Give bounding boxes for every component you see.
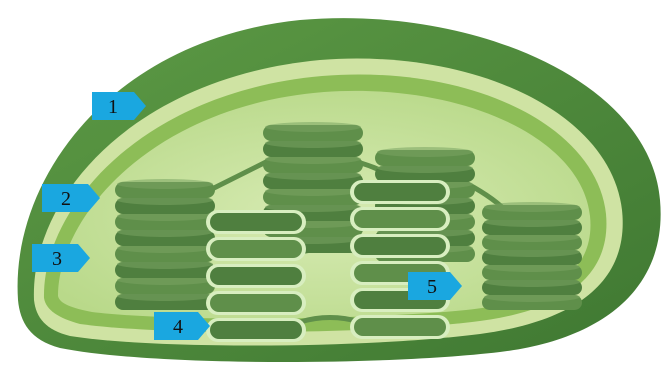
granum-front-right bbox=[482, 202, 582, 310]
label-2-marker bbox=[42, 184, 100, 212]
label-1-text: 1 bbox=[108, 96, 118, 118]
thylakoid-lumen bbox=[354, 210, 446, 228]
thylakoid-disc-top bbox=[484, 202, 580, 212]
thylakoid-lumen bbox=[210, 267, 302, 285]
thylakoid-lumen bbox=[210, 213, 302, 231]
thylakoid-lumen bbox=[210, 240, 302, 258]
thylakoid-lumen bbox=[210, 321, 302, 339]
label-5-marker bbox=[408, 272, 462, 300]
granum-front-left bbox=[206, 210, 306, 342]
thylakoid-lumen bbox=[210, 294, 302, 312]
label-4-text: 4 bbox=[173, 316, 183, 338]
label-2-text: 2 bbox=[61, 188, 71, 210]
label-3: 3 bbox=[32, 244, 90, 272]
label-4-marker bbox=[154, 312, 210, 340]
label-5-text: 5 bbox=[427, 276, 437, 298]
label-1-marker bbox=[92, 92, 146, 120]
label-5: 5 bbox=[408, 272, 462, 300]
thylakoid-lumen bbox=[354, 318, 446, 336]
label-2: 2 bbox=[42, 184, 100, 212]
label-3-text: 3 bbox=[52, 248, 62, 270]
grana-stacks bbox=[115, 122, 582, 342]
label-3-marker bbox=[32, 244, 90, 272]
label-1: 1 bbox=[92, 92, 146, 120]
label-4: 4 bbox=[154, 312, 210, 340]
thylakoid-disc-top bbox=[117, 179, 213, 189]
thylakoid-disc-top bbox=[377, 147, 473, 157]
granum-back-left bbox=[115, 179, 215, 310]
thylakoid-lumen bbox=[354, 237, 446, 255]
thylakoid-lumen bbox=[354, 183, 446, 201]
thylakoid-disc-top bbox=[265, 122, 361, 132]
